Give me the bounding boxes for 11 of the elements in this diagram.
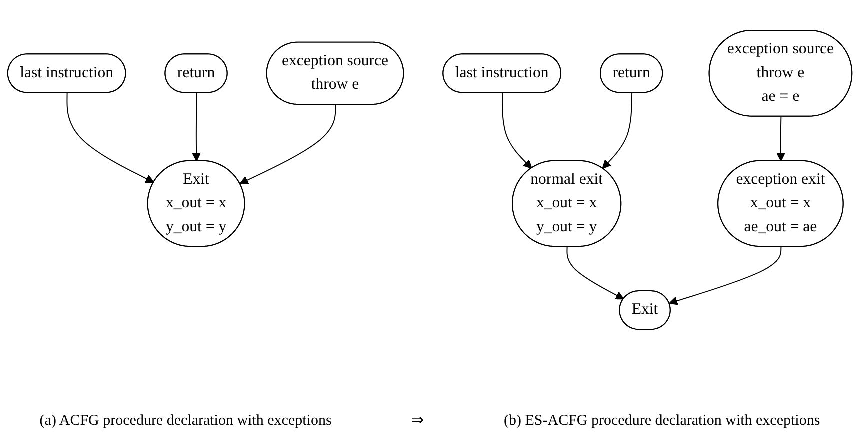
arrow	[669, 246, 782, 306]
arrow	[192, 92, 201, 162]
arrow	[602, 92, 633, 169]
arrow	[566, 246, 624, 300]
caption-text: ⇒	[411, 412, 424, 430]
arrow	[502, 92, 532, 169]
caption-text: (b) ES-ACFG procedure declaration with exceptions	[504, 413, 820, 430]
caption-text: (a) ACFG procedure declaration with exceptions	[40, 413, 332, 430]
arrow	[776, 116, 786, 162]
arrow	[240, 104, 336, 184]
arrow	[66, 92, 154, 184]
